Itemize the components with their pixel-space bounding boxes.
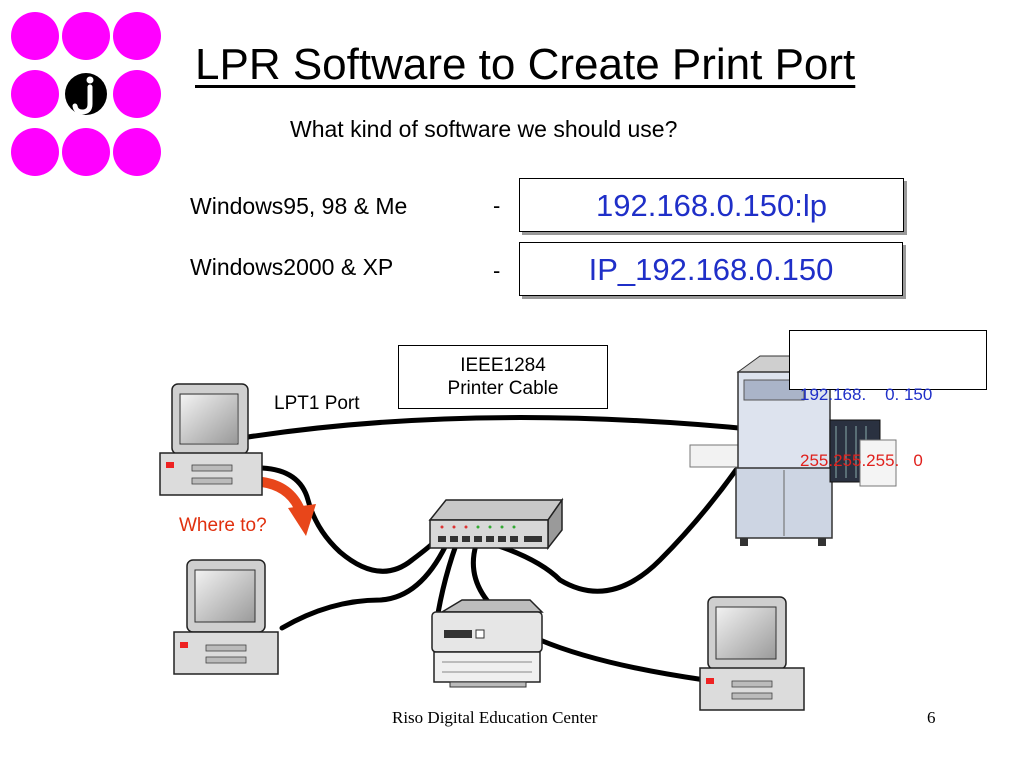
cable-label-line2: Printer Cable <box>447 378 559 399</box>
port-box-win2000: IP_192.168.0.150 <box>519 242 903 296</box>
logo-dots <box>11 12 161 176</box>
ip-settings-box: 192.168. 0. 150 255.255.255. 0 <box>789 330 987 470</box>
computer-icon-2 <box>173 559 279 675</box>
dash-win2000: - <box>493 258 501 283</box>
os-label-win2000: Windows2000 & XP <box>190 254 394 280</box>
hub-riso-cable <box>493 467 739 594</box>
computer-icon-1 <box>159 383 263 496</box>
riso-duplicator-icon <box>689 355 897 546</box>
ip-address-text: 192.168. 0. 150 <box>800 385 933 404</box>
pc1-hub-cable <box>259 465 439 574</box>
subnet-mask-text: 255.255.255. 0 <box>800 451 923 470</box>
parallel-cable <box>245 415 763 440</box>
cable-label-box: IEEE1284 Printer Cable <box>398 345 608 409</box>
computer-icon-3 <box>699 596 805 711</box>
where-to-label: Where to? <box>179 515 267 536</box>
logo-j-icon <box>65 73 107 115</box>
page-number: 6 <box>927 708 936 727</box>
footer-text: Riso Digital Education Center <box>392 708 598 727</box>
laser-printer-icon <box>431 599 544 688</box>
dash-win9x: - <box>493 193 501 218</box>
slide-title: LPR Software to Create Print Port <box>195 40 856 89</box>
port-box-win9x: 192.168.0.150:lp <box>519 178 904 232</box>
where-arrow-icon <box>257 477 316 536</box>
os-label-win9x: Windows95, 98 & Me <box>190 193 408 219</box>
pc2-hub-cable <box>279 542 449 631</box>
logo <box>11 12 161 176</box>
cable-label-line1: IEEE1284 <box>460 355 546 376</box>
slide-subtitle: What kind of software we should use? <box>290 116 678 142</box>
lpt-port-label: LPT1 Port <box>274 393 360 414</box>
network-hub-icon <box>428 497 564 551</box>
